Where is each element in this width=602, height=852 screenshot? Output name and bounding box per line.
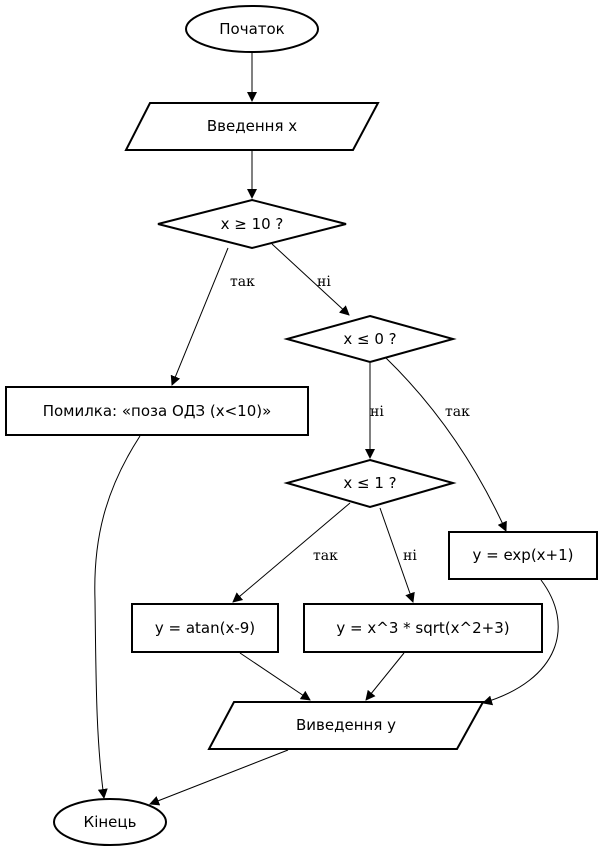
node-error-label: Помилка: «поза ОДЗ (x<10)» (43, 402, 272, 420)
node-input: Введення x (124, 102, 380, 151)
edge-d1-error (170, 247, 229, 386)
edge-labels: так ні ні так так ні (230, 274, 470, 564)
node-input-label: Введення x (207, 117, 297, 135)
node-exp-label: y = exp(x+1) (472, 546, 573, 564)
node-start: Початок (185, 5, 319, 53)
decision-x-le-1: x ≤ 1 ? (283, 458, 457, 509)
edge-label-d1-yes: так (230, 274, 255, 290)
decision-x-le-0-label: x ≤ 0 ? (343, 330, 396, 348)
edge-d3-poly (379, 507, 415, 603)
node-poly-label: y = x^3 * sqrt(x^2+3) (336, 619, 509, 637)
edge-d3-atan (232, 502, 351, 603)
node-start-label: Початок (219, 20, 285, 38)
edges (94, 52, 559, 806)
edge-atan-output (239, 652, 311, 701)
edge-label-d1-no: ні (317, 274, 331, 290)
decision-x-ge-10: x ≥ 10 ? (157, 198, 347, 250)
edge-label-d3-yes: так (313, 548, 338, 564)
edge-d2-exp (385, 357, 507, 532)
node-end-label: Кінець (84, 813, 137, 831)
node-atan-label: y = atan(x-9) (155, 619, 255, 637)
decision-x-le-1-label: x ≤ 1 ? (343, 474, 396, 492)
edge-error-end (94, 435, 141, 799)
decision-x-ge-10-label: x ≥ 10 ? (221, 215, 284, 233)
edge-exp-output (482, 579, 559, 706)
decision-x-le-0: x ≤ 0 ? (283, 314, 457, 364)
edge-d1-d2 (271, 243, 350, 316)
edge-poly-output (365, 652, 405, 701)
edge-label-d3-no: ні (403, 548, 417, 564)
node-poly: y = x^3 * sqrt(x^2+3) (303, 603, 543, 653)
node-exp: y = exp(x+1) (448, 531, 598, 580)
edge-label-d2-no: ні (370, 404, 384, 420)
node-output: Виведення y (207, 701, 485, 750)
node-end: Кінець (53, 798, 167, 846)
node-atan: y = atan(x-9) (131, 603, 279, 653)
node-error: Помилка: «поза ОДЗ (x<10)» (5, 386, 309, 436)
edge-output-end (149, 749, 289, 806)
edge-label-d2-yes: так (445, 404, 470, 420)
node-output-label: Виведення y (296, 716, 396, 734)
